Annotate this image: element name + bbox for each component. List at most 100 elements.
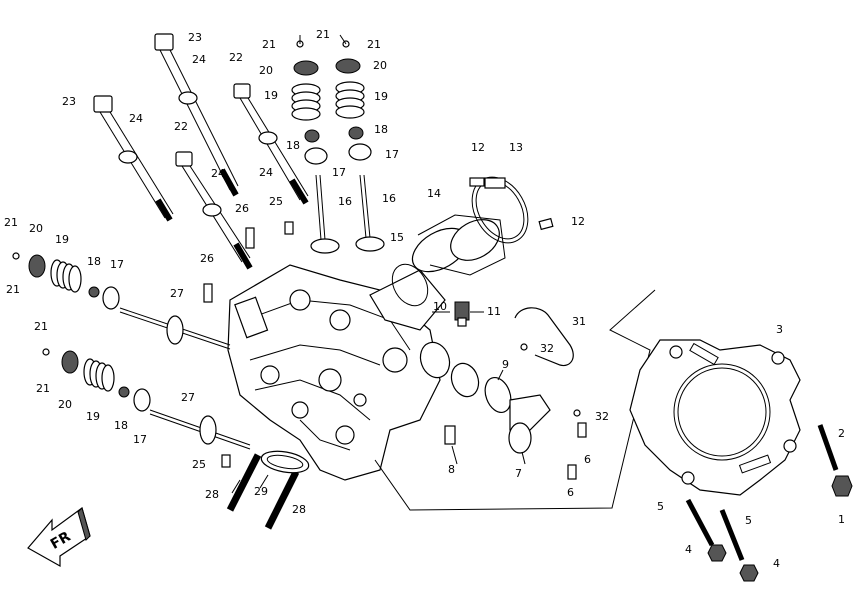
o-ring [391, 263, 429, 307]
callout-label: 31 [572, 315, 586, 328]
callout-label: 11 [487, 305, 501, 318]
bolt-6 [567, 464, 577, 480]
screw [469, 177, 485, 187]
callout-label: 23 [62, 95, 76, 108]
callout-label: 1 [838, 513, 845, 526]
callout-label: 19 [86, 410, 100, 423]
clip [573, 409, 581, 417]
nut [739, 564, 759, 582]
callout-label: 10 [433, 300, 447, 313]
callout-label: 18 [374, 123, 388, 136]
valve-spring-set-left-lower [42, 348, 251, 450]
callout-label: 21 [367, 38, 381, 51]
callout-label: 19 [264, 89, 278, 102]
valve-spring-set-top [291, 40, 372, 165]
callout-label: 16 [382, 192, 396, 205]
callout-label: 27 [170, 287, 184, 300]
stud-5-pair [685, 498, 745, 561]
callout-label: 4 [685, 543, 692, 556]
thermostat-assembly [419, 341, 551, 454]
callout-label: 32 [540, 342, 554, 355]
head-bolt-short-2 [175, 151, 253, 270]
callout-label: 5 [745, 514, 752, 527]
callout-label: 17 [385, 148, 399, 161]
callout-label: 24 [192, 53, 206, 66]
callout-label: 17 [110, 258, 124, 271]
callout-label: 16 [338, 195, 352, 208]
exhaust-gasket [260, 450, 310, 474]
stud-28-pair [226, 453, 300, 530]
valve-intake [355, 174, 385, 252]
callout-label: 9 [502, 358, 509, 371]
water-hose [514, 307, 574, 367]
callout-label: 22 [229, 51, 243, 64]
callout-label: 20 [58, 398, 72, 411]
head-bolt-short-1 [233, 83, 309, 205]
nut [707, 544, 727, 562]
callout-label: 14 [427, 187, 441, 200]
callout-label: 20 [259, 64, 273, 77]
leader-lines [231, 34, 656, 511]
callout-label: 24 [211, 167, 225, 180]
intake-manifold [369, 214, 506, 331]
callout-label: 19 [374, 90, 388, 103]
callout-label: 15 [390, 231, 404, 244]
callout-label: 25 [269, 195, 283, 208]
dowel-pin [284, 221, 294, 235]
stud [245, 227, 255, 249]
sensor-8 [444, 425, 456, 445]
callout-labels: 1 2 3 4 4 5 5 6 6 7 8 9 10 11 12 12 13 1… [4, 28, 845, 570]
clip [520, 343, 528, 351]
callout-label: 2 [838, 427, 845, 440]
callout-label: 17 [332, 166, 346, 179]
stud-2 [817, 424, 839, 471]
callout-label: 18 [114, 419, 128, 432]
callout-label: 19 [55, 233, 69, 246]
callout-label: 21 [34, 320, 48, 333]
callout-label: 26 [200, 252, 214, 265]
callout-label: 18 [286, 139, 300, 152]
callout-label: 24 [129, 112, 143, 125]
callout-label: 3 [776, 323, 783, 336]
callout-label: 6 [567, 486, 574, 499]
nut [831, 475, 853, 497]
temp-sensor [454, 301, 470, 327]
callout-label: 17 [133, 433, 147, 446]
callout-label: 32 [595, 410, 609, 423]
bolt-6 [577, 422, 587, 438]
callout-label: 4 [773, 557, 780, 570]
callout-label: 25 [192, 458, 206, 471]
callout-label: 28 [205, 488, 219, 501]
stud [203, 283, 213, 303]
head-bolt-long-2 [93, 95, 174, 222]
callout-label: 12 [471, 141, 485, 154]
callout-label: 26 [235, 202, 249, 215]
callout-label: 28 [292, 503, 306, 516]
valve-exhaust [310, 174, 340, 254]
callout-label: 8 [448, 463, 455, 476]
front-direction-arrow-icon: FR [27, 507, 91, 568]
callout-label: 20 [29, 222, 43, 235]
cylinder-base-gasket [629, 339, 801, 496]
callout-label: 29 [254, 485, 268, 498]
callout-label: 21 [36, 382, 50, 395]
valve-spring-set-left-upper [12, 252, 231, 350]
callout-label: 22 [174, 120, 188, 133]
callout-label: 23 [188, 31, 202, 44]
callout-label: 20 [373, 59, 387, 72]
callout-label: 24 [259, 166, 273, 179]
callout-label: 27 [181, 391, 195, 404]
callout-label: 21 [6, 283, 20, 296]
callout-label: 12 [571, 215, 585, 228]
callout-label: 5 [657, 500, 664, 513]
callout-label: 21 [316, 28, 330, 41]
callout-label: 18 [87, 255, 101, 268]
dowel-pin [221, 454, 231, 468]
callout-label: 6 [584, 453, 591, 466]
screw [538, 217, 554, 231]
callout-label: 21 [262, 38, 276, 51]
callout-label: 7 [515, 467, 522, 480]
callout-label: 13 [509, 141, 523, 154]
head-bolt-long-1 [154, 33, 239, 197]
